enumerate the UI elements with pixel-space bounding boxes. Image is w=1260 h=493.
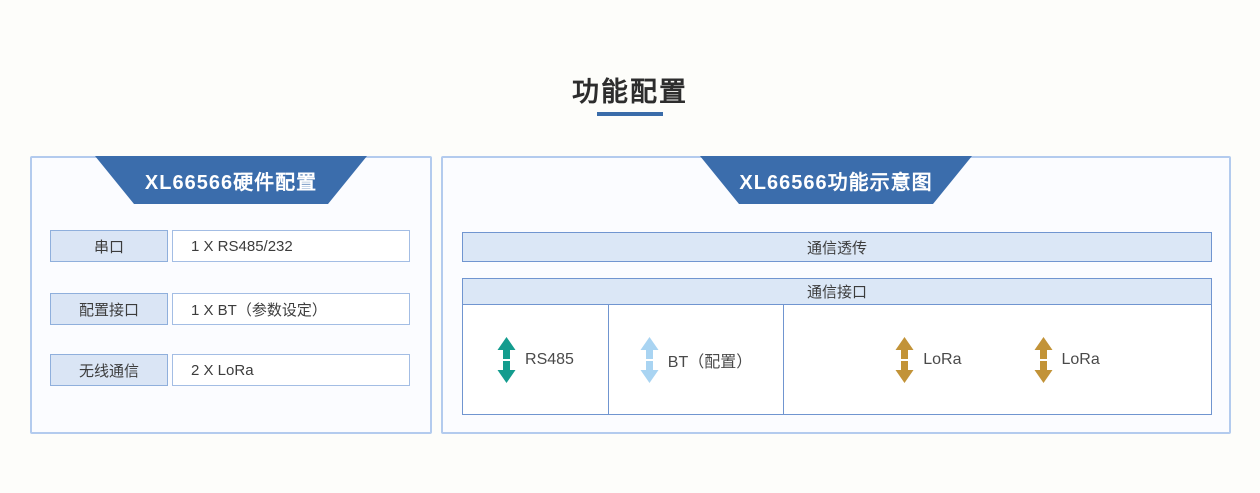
interface-cell-label: LoRa [1061, 350, 1100, 368]
title-underline [597, 112, 663, 116]
hardware-row-label: 配置接口 [50, 293, 168, 325]
hardware-config-panel: XL66566硬件配置 串口 1 X RS485/232 配置接口 1 X BT… [30, 156, 432, 434]
function-panel-header: XL66566功能示意图 [700, 156, 972, 204]
interface-table-header: 通信接口 [463, 279, 1211, 305]
hardware-row-label: 串口 [50, 230, 168, 262]
hardware-row-value: 1 X BT（参数设定） [172, 293, 410, 325]
double-vertical-arrow-icon [1034, 336, 1052, 383]
interface-table-body: RS485 BT（配置） [463, 305, 1211, 414]
interface-cell-label: LoRa [923, 350, 962, 368]
hardware-row-wireless: 无线通信 2 X LoRa [50, 354, 410, 386]
double-vertical-arrow-icon [497, 336, 516, 383]
hardware-row-config-interface: 配置接口 1 X BT（参数设定） [50, 293, 410, 325]
hardware-row-value: 2 X LoRa [172, 354, 410, 386]
hardware-row-label: 无线通信 [50, 354, 168, 386]
hardware-row-value: 1 X RS485/232 [172, 230, 410, 262]
page-title: 功能配置 [572, 77, 688, 107]
double-vertical-arrow-icon [640, 336, 659, 383]
interface-cell-lora: LoRa LoRa [784, 305, 1211, 414]
interface-cell-label: BT（配置） [667, 353, 753, 371]
hardware-panel-header: XL66566硬件配置 [95, 156, 367, 204]
interface-table: 通信接口 RS485 BT（配置） [462, 278, 1212, 415]
function-diagram-panel: XL66566功能示意图 通信透传 通信接口 RS485 [441, 156, 1231, 434]
lora-group-1: LoRa [895, 336, 962, 383]
hardware-row-serial: 串口 1 X RS485/232 [50, 230, 410, 262]
double-vertical-arrow-icon [895, 336, 914, 383]
interface-cell-bt: BT（配置） [609, 305, 784, 414]
passthrough-bar: 通信透传 [462, 232, 1212, 262]
interface-cell-label: RS485 [525, 350, 574, 368]
lora-group-2: LoRa [1034, 336, 1100, 383]
interface-cell-rs485: RS485 [463, 305, 609, 414]
